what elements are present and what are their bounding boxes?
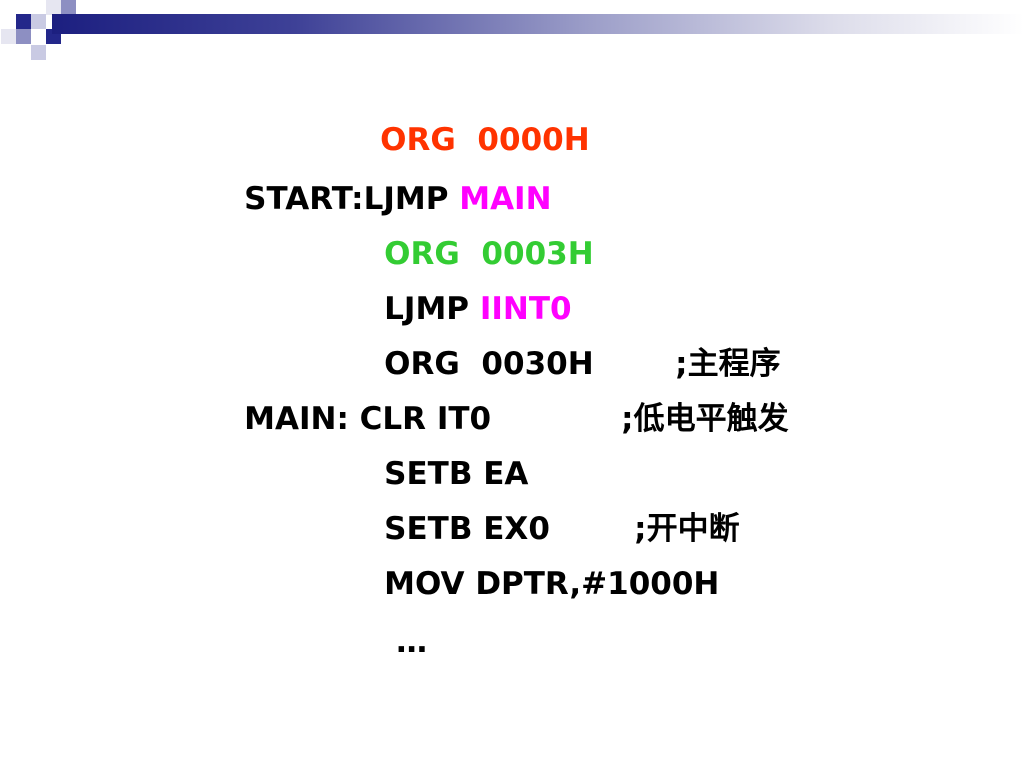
instruction: MOV DPTR,#1000H bbox=[384, 566, 720, 602]
instruction: LJMP bbox=[384, 291, 480, 327]
code-line-mov-dptr: MOV DPTR,#1000H bbox=[341, 524, 719, 602]
jump-target: MAIN bbox=[459, 181, 552, 217]
instruction: SETB EX0 bbox=[384, 511, 550, 547]
code-line-setb-ea: SETB EA bbox=[341, 414, 528, 492]
code-line-main-clr: MAIN: CLR IT0 bbox=[201, 359, 491, 437]
header-square bbox=[16, 29, 31, 44]
instruction: LJMP bbox=[363, 181, 460, 217]
header-square bbox=[31, 14, 46, 29]
header-square bbox=[61, 0, 76, 15]
header-square bbox=[1, 29, 16, 44]
slide-header-decoration bbox=[0, 0, 1024, 62]
comment: ;主程序 bbox=[675, 346, 781, 382]
code-line-ljmp-iint0: LJMP IINT0 bbox=[341, 249, 571, 327]
instruction: CLR IT0 bbox=[348, 401, 492, 437]
code-line-org-0003: ORG 0003H bbox=[341, 194, 593, 272]
instruction: ORG 0003H bbox=[384, 236, 594, 272]
jump-target: IINT0 bbox=[479, 291, 572, 327]
header-gradient-bar bbox=[52, 14, 1024, 34]
header-square bbox=[46, 0, 61, 15]
code-line-setb-ex0: SETB EX0 bbox=[341, 469, 550, 547]
code-line-start-ljmp: START:LJMP MAIN bbox=[201, 139, 551, 217]
instruction: … bbox=[396, 624, 428, 660]
code-line-org-0030: ORG 0030H bbox=[341, 304, 593, 382]
code-comment: ;主程序 bbox=[632, 304, 780, 382]
instruction: SETB EA bbox=[384, 456, 529, 492]
header-square bbox=[31, 45, 46, 60]
code-line-ellipsis: … bbox=[353, 582, 427, 660]
comment: ;开中断 bbox=[634, 511, 740, 547]
code-comment: ;低电平触发 bbox=[578, 359, 788, 437]
header-square bbox=[16, 14, 31, 29]
instruction: ORG 0030H bbox=[384, 346, 594, 382]
code-comment: ;开中断 bbox=[591, 469, 739, 547]
comment: ;低电平触发 bbox=[621, 401, 789, 437]
label: START: bbox=[244, 181, 364, 217]
label: MAIN: bbox=[244, 401, 349, 437]
instruction: ORG 0000H bbox=[380, 122, 590, 158]
code-line-org-0000: ORG 0000H bbox=[337, 80, 589, 158]
